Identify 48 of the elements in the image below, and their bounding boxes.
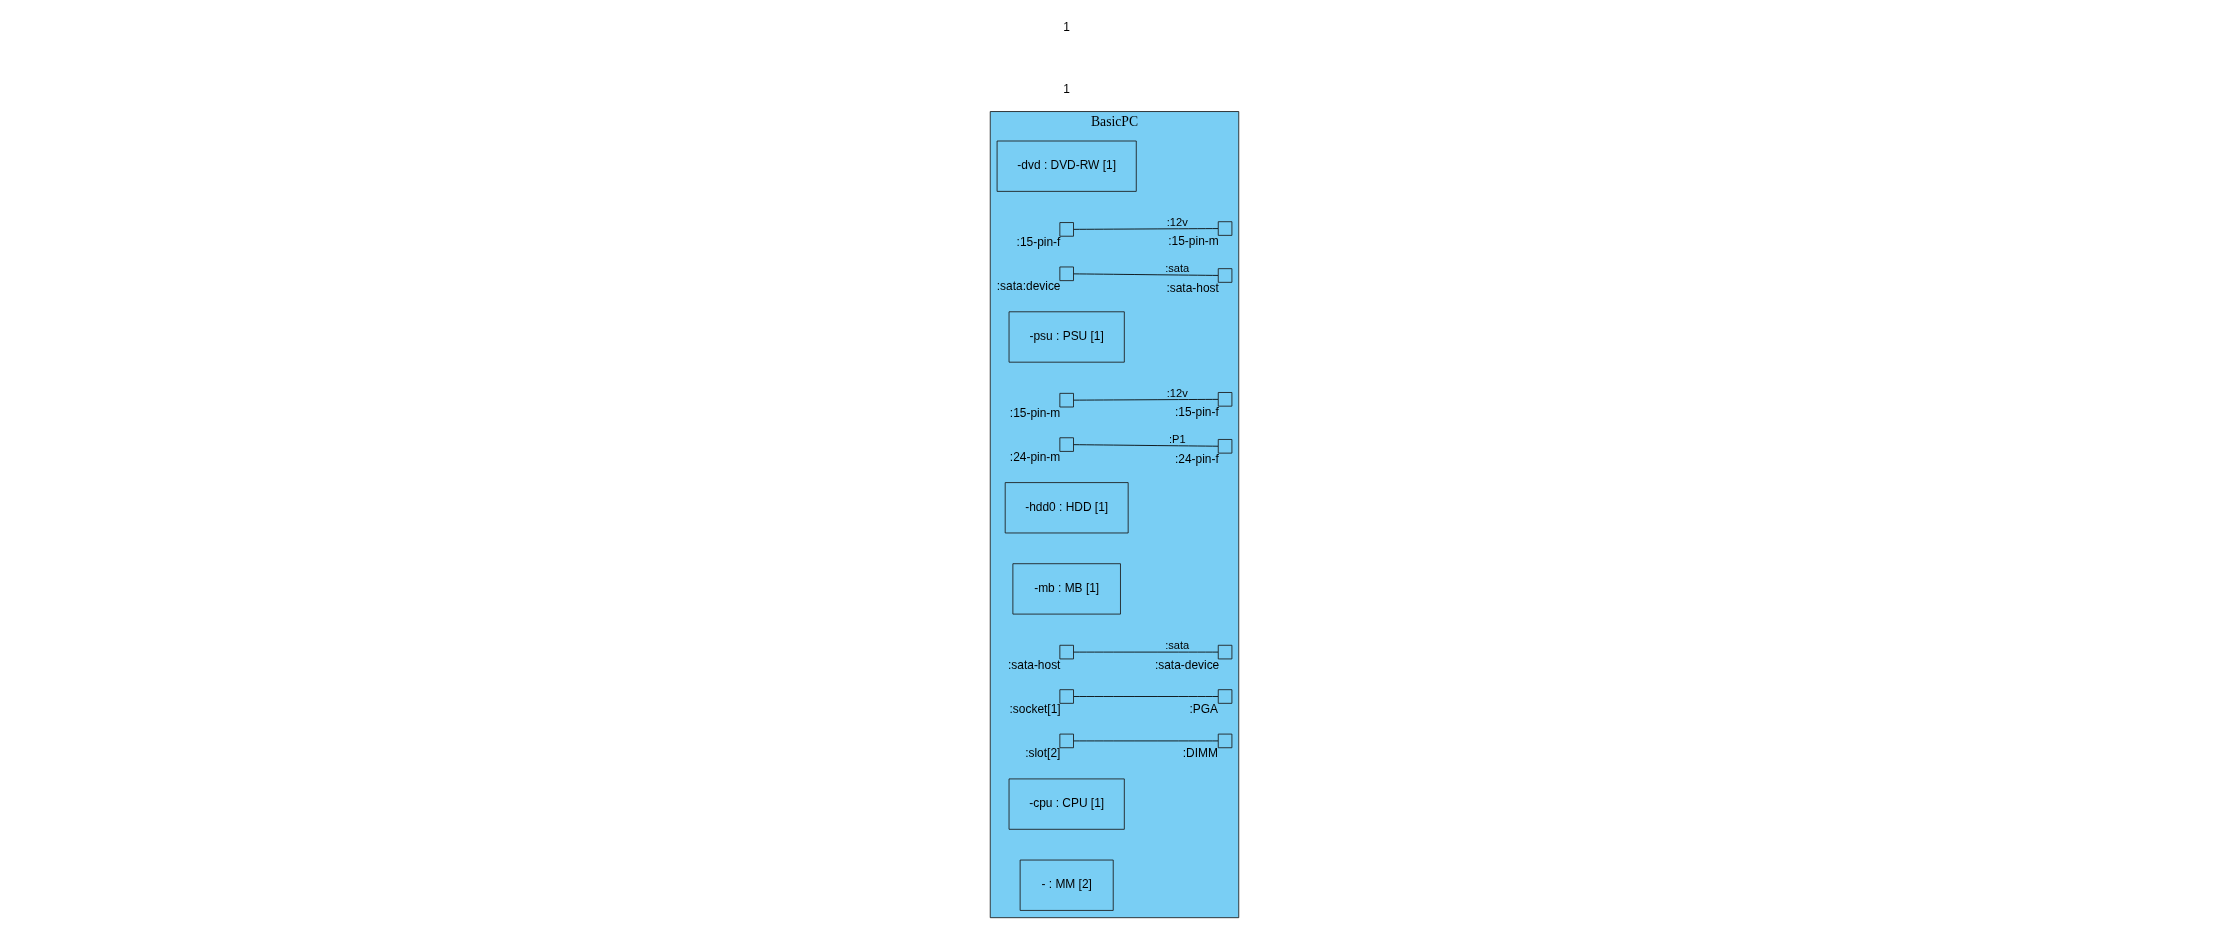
node-label: :socket[1]	[1009, 701, 1061, 716]
node-label: :slot[2]	[1025, 746, 1061, 761]
node-box: -dvd : DVD-RW [1]	[996, 140, 1137, 192]
node-label: :15-pin-m	[1168, 233, 1219, 248]
node-box	[1059, 689, 1074, 704]
node-box	[1059, 437, 1074, 452]
node-box	[1217, 689, 1233, 704]
connector	[1073, 696, 1219, 697]
node-box	[1217, 439, 1233, 454]
node-label: :15-pin-m	[1009, 405, 1061, 420]
node-box	[1217, 733, 1233, 749]
node-box	[1217, 644, 1233, 660]
node-box	[1217, 268, 1233, 283]
node-box: -mb : MB [1]	[1012, 563, 1121, 615]
node-label: :15-pin-f	[1016, 234, 1061, 249]
connector	[1073, 228, 1219, 230]
node-box	[1059, 392, 1074, 408]
node-label: :15-pin-f	[1175, 404, 1219, 419]
node-box	[1059, 266, 1074, 282]
node-label: :sata:device	[996, 279, 1061, 294]
label: 1	[1063, 81, 1070, 96]
edge-label: :sata	[1165, 639, 1190, 652]
node-box: - : MM [2]	[1019, 859, 1114, 911]
connector	[1073, 444, 1219, 447]
label: 1	[1063, 20, 1070, 35]
edge-label: :sata	[1165, 262, 1190, 275]
node-box	[1059, 644, 1074, 660]
connector	[1073, 740, 1219, 742]
connector	[1073, 651, 1219, 653]
edge-label: :P1	[1168, 433, 1186, 446]
edge-label: :12v	[1166, 216, 1188, 229]
node-label: :sata-host	[1166, 280, 1219, 295]
connector	[1073, 273, 1219, 276]
node-label: :DIMM	[1182, 746, 1218, 761]
node-box	[1217, 221, 1233, 236]
node-label: :PGA	[1189, 701, 1219, 716]
node-box: -hdd0 : HDD [1]	[1004, 482, 1129, 534]
node-box: -psu : PSU [1]	[1008, 311, 1125, 363]
node-label: :24-pin-m	[1009, 449, 1061, 464]
node-box	[1059, 733, 1074, 749]
node-box	[1217, 392, 1233, 407]
connector	[1073, 398, 1219, 401]
node-label: :24-pin-f	[1175, 451, 1219, 466]
node-label: :sata-device	[1154, 657, 1220, 672]
node-label: :sata-host	[1008, 657, 1061, 672]
edge-label: :12v	[1166, 387, 1188, 400]
node-box: -cpu : CPU [1]	[1008, 778, 1125, 830]
node-box	[1059, 222, 1074, 237]
